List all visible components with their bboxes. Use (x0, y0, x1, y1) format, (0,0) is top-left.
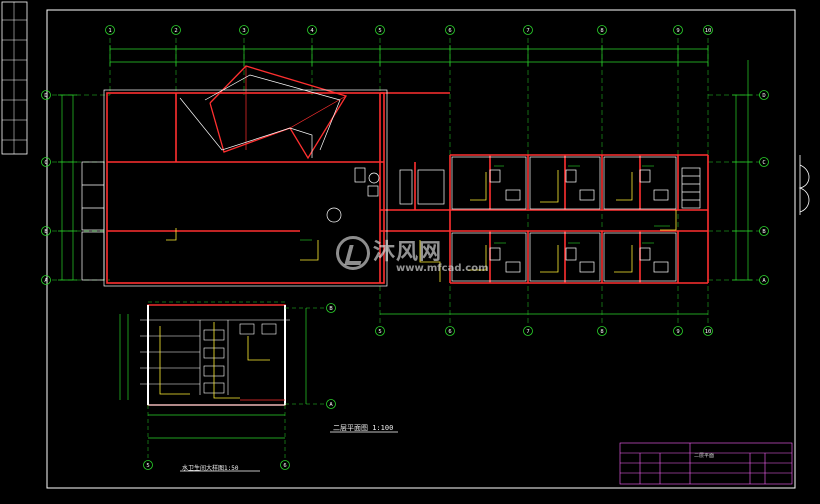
annotation-marks (300, 165, 670, 244)
detail-axis-bottom-5-bubble (143, 460, 153, 470)
axis-bottom-6-bubble (445, 326, 455, 336)
axis-top-2-bubble (171, 25, 181, 35)
axis-right-D-label: D (762, 93, 765, 99)
walls (106, 65, 709, 284)
building-outlines (81, 74, 701, 287)
toilet-detail-drawing (140, 301, 326, 460)
axis-left-C-label: C (44, 160, 47, 166)
axis-top-8-label: 8 (600, 28, 603, 34)
axis-left-D-bubble (41, 90, 51, 100)
axis-bottom-7-label: 7 (526, 329, 529, 335)
axis-top-10-bubble (703, 25, 713, 35)
axis-top-3-label: 3 (242, 28, 245, 34)
axis-bottom-10-label: 10 (705, 329, 712, 335)
axis-left-B-bubble (41, 226, 51, 236)
axis-top-8-bubble (597, 25, 607, 35)
watermark-logo-icon (336, 236, 370, 270)
axis-left-D-label: D (44, 93, 47, 99)
detail-axis-right-A-bubble (326, 399, 336, 409)
axis-bottom-7-bubble (523, 326, 533, 336)
axis-bottom-9-bubble (673, 326, 683, 336)
axis-right-D-bubble (759, 90, 769, 100)
watermark-text: 沐风网 (373, 240, 443, 265)
axis-right-B-label: B (762, 229, 766, 235)
axis-top-1-bubble (105, 25, 115, 35)
title-block (619, 442, 793, 485)
axis-right-A-bubble (759, 275, 769, 285)
axis-left-C-bubble (41, 157, 51, 167)
detail-axis-bottom-6-bubble (280, 460, 290, 470)
sanitary-fixtures (489, 169, 669, 273)
axis-top-6-label: 6 (448, 28, 451, 34)
axis-top-7-bubble (523, 25, 533, 35)
sheet-frame (1, 1, 810, 489)
axis-bottom-10-bubble (703, 326, 713, 336)
detail-axis-right-B-bubble (326, 303, 336, 313)
axis-top-6-bubble (445, 25, 455, 35)
axis-left-A-label: A (44, 278, 48, 284)
detail-axis-right-A-label: A (329, 402, 333, 408)
axis-bottom-9-label: 9 (676, 329, 679, 335)
axis-top-9-bubble (673, 25, 683, 35)
axis-top-2-label: 2 (174, 28, 177, 34)
axis-bottom-8-label: 8 (600, 329, 603, 335)
axis-top-4-label: 4 (310, 28, 314, 34)
axis-left-A-bubble (41, 275, 51, 285)
detail-axis-right-B-label: B (329, 306, 333, 312)
axis-top-1-label: 1 (108, 28, 111, 34)
watermark-url: www.mfcad.com (396, 263, 489, 274)
axis-bottom-5-label: 5 (378, 329, 381, 335)
axis-right-C-label: C (762, 160, 765, 166)
axis-right-A-label: A (762, 278, 766, 284)
detail-axis-bottom-5-label: 5 (146, 463, 149, 469)
plan-title: 二层平面图 1:100 (333, 424, 394, 432)
detail-title: 水卫生间大样图1:50 (182, 465, 239, 472)
axis-top-7-label: 7 (526, 28, 529, 34)
axis-right-B-bubble (759, 226, 769, 236)
axis-left-B-label: B (44, 229, 48, 235)
plan-title-underline (180, 431, 398, 472)
plumbing-lines (166, 170, 677, 282)
axis-bottom-8-bubble (597, 326, 607, 336)
title-block-name: 二层平面 (694, 453, 715, 459)
axis-top-4-bubble (307, 25, 317, 35)
axis-grid-lines (52, 38, 760, 325)
axis-top-3-bubble (239, 25, 249, 35)
axis-top-10-label: 10 (705, 28, 712, 34)
detail-axis-bottom-6-label: 6 (283, 463, 286, 469)
axis-top-5-label: 5 (378, 28, 381, 34)
axis-bottom-5-bubble (375, 326, 385, 336)
axis-top-5-bubble (375, 25, 385, 35)
axis-right-C-bubble (759, 157, 769, 167)
axis-bottom-6-label: 6 (448, 329, 451, 335)
axis-top-9-label: 9 (676, 28, 679, 34)
